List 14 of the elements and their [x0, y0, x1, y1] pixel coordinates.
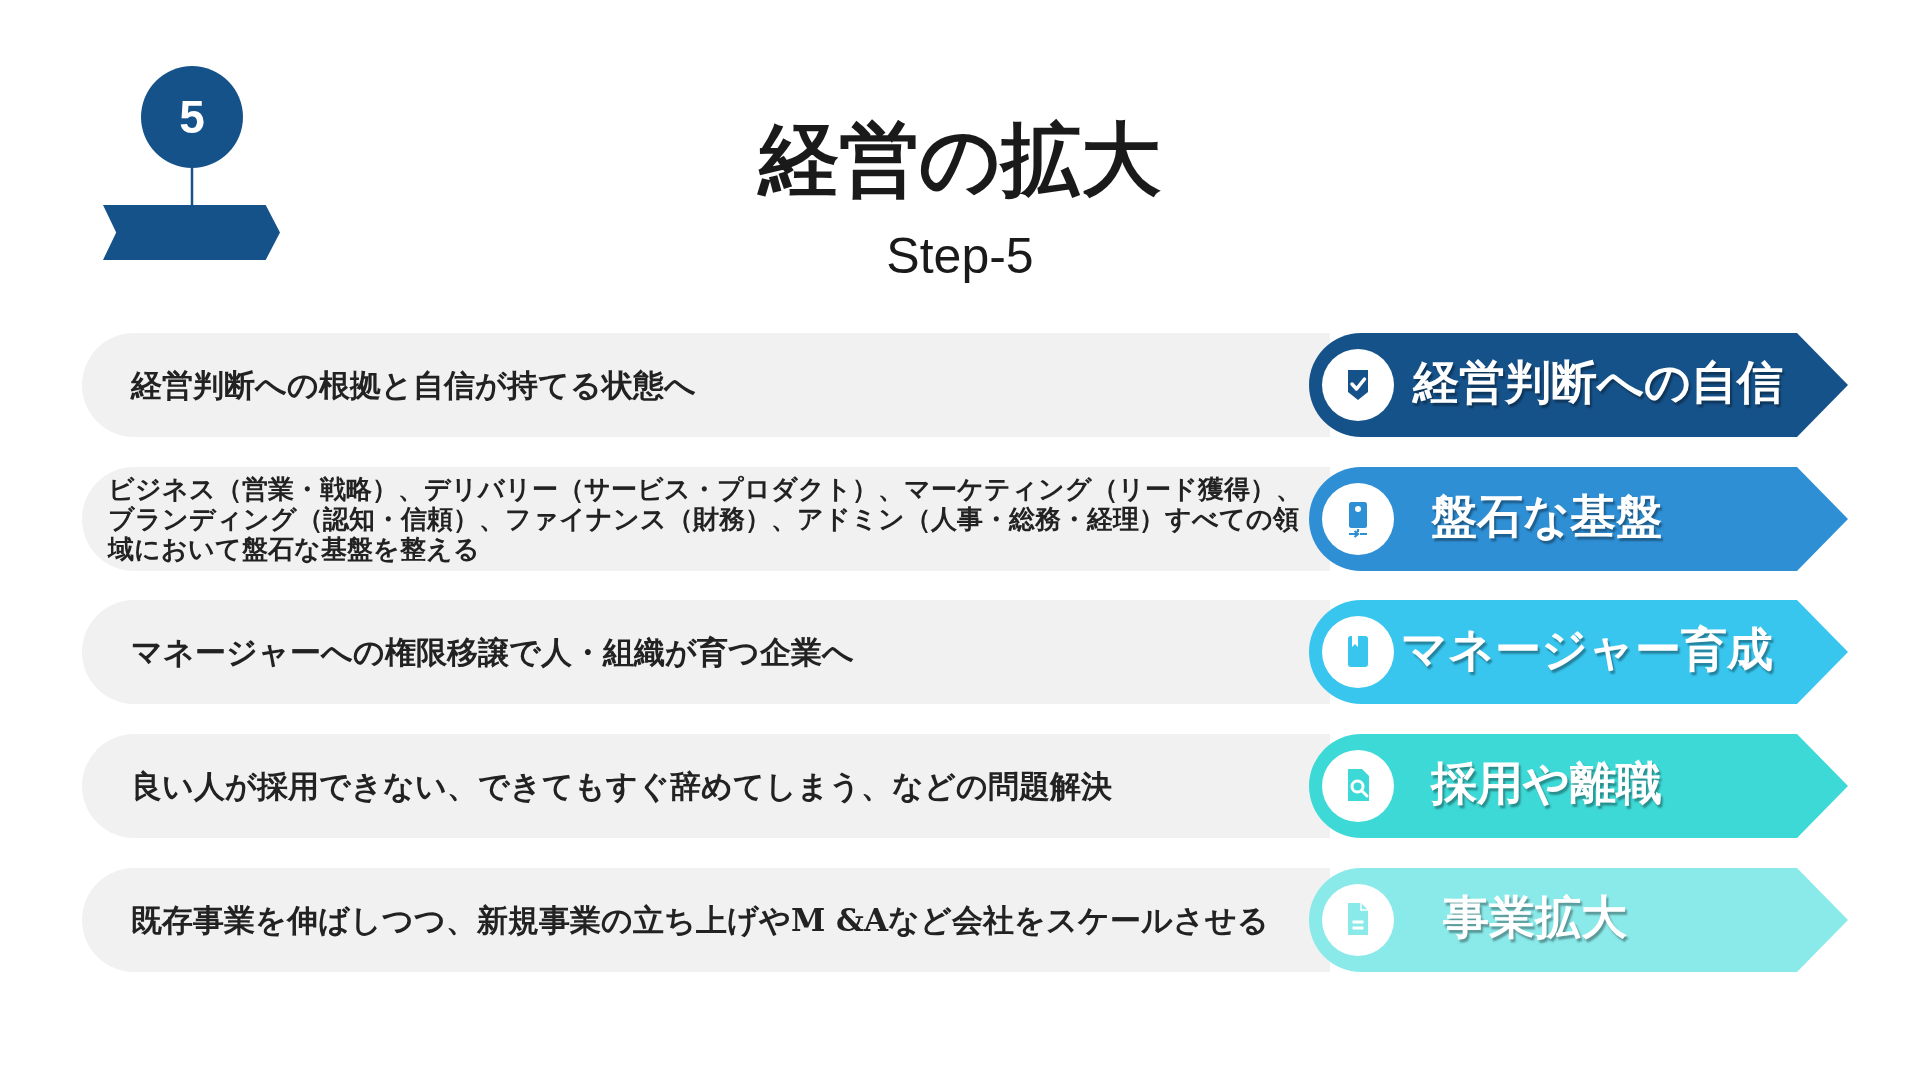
- banner-text: 採用や離職: [1431, 756, 1663, 813]
- statement-bar: ビジネス（営業・戦略）、デリバリー（サービス・プロダクト）、マーケティング（リード獲得）、ブランディング（認知・信頼）、ファイナンス（財務）、アドミン（人事・総務・経理）すべての領域において盤石な基盤を整える: [82, 467, 1330, 571]
- banner-text: 盤石な基盤: [1431, 489, 1663, 546]
- title: 経営の拡大: [759, 113, 1161, 205]
- banner-text: 経営判断への自信: [1413, 355, 1784, 412]
- statement-bar: 経営判断への根拠と自信が持てる状態へ: [82, 333, 1330, 437]
- statement-bar: 既存事業を伸ばしつつ、新規事業の立ち上げやM &Aなど会社をスケールさせる: [82, 868, 1330, 972]
- banner-text: 事業拡大: [1443, 890, 1628, 947]
- connector-line: [190, 168, 194, 205]
- statement-bar: マネージャーへの権限移譲で人・組織が育つ企業へ: [82, 600, 1330, 704]
- statement-bar: 良い人が採用できない、できてもすぐ辞めてしまう、などの問題解決: [82, 734, 1330, 838]
- banner-text: マネージャー育成: [1401, 622, 1774, 679]
- number-circle: 5: [141, 66, 243, 168]
- subtitle: Step-5: [886, 228, 1034, 286]
